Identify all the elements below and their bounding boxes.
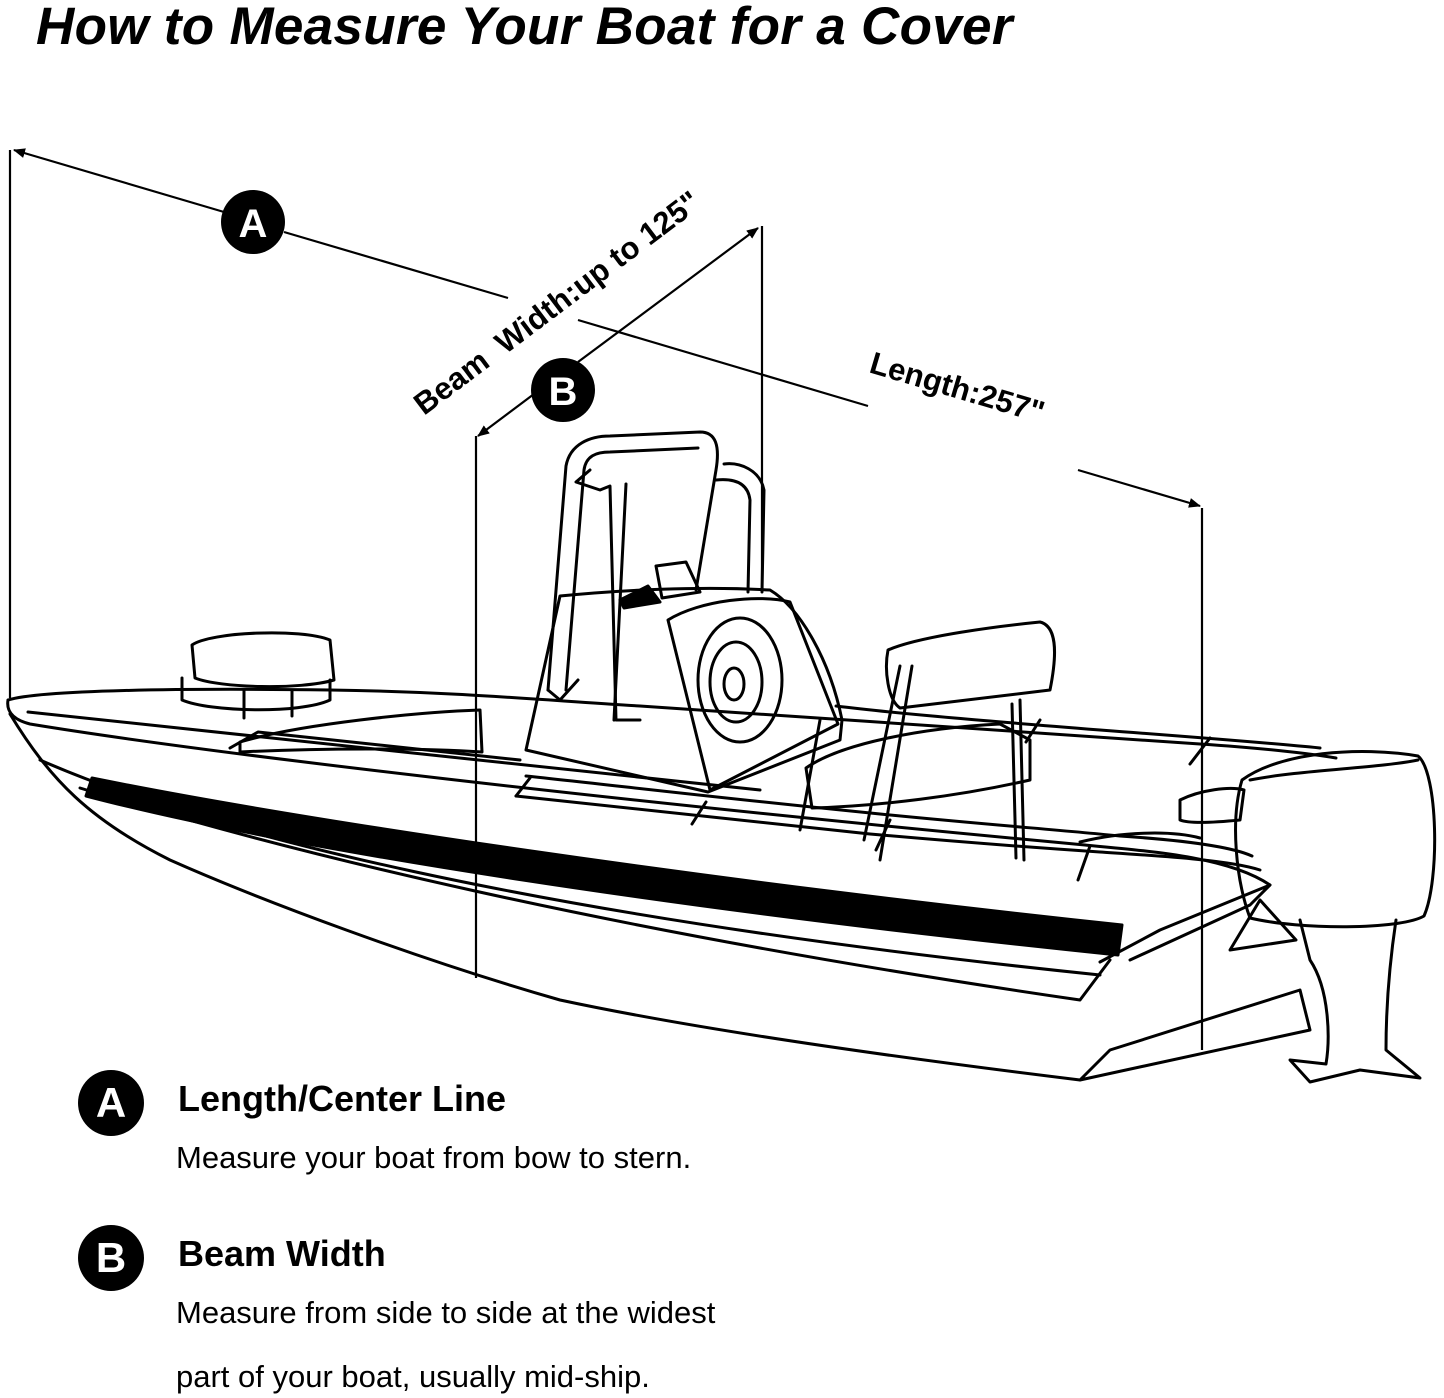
- measurement-guides: [8, 148, 1204, 1050]
- legend-title-beam: Beam Width: [178, 1233, 386, 1274]
- legend-desc-beam-line1: Measure from side to side at the widest: [176, 1295, 716, 1330]
- length-arrow-end: [1077, 468, 1201, 508]
- beam-arrow-start: [477, 393, 535, 437]
- aft-rail: [834, 704, 1322, 750]
- boat-illustration: [6, 430, 1437, 1084]
- beam-arrow-end: [577, 227, 759, 363]
- legend-badge-a: A: [78, 1070, 144, 1136]
- outboard-motor-cowl: [1234, 749, 1437, 929]
- t-top-frame: [546, 430, 719, 692]
- transom-upper: [1098, 883, 1272, 964]
- hull-bow-side: [8, 712, 1082, 1082]
- length-arrow-mid2: [577, 318, 869, 408]
- hull-stripe: [84, 776, 1124, 957]
- hull-inner-rail: [26, 710, 762, 792]
- marker-b-letter: B: [549, 370, 578, 414]
- legend-badge-b: B: [78, 1225, 144, 1291]
- marker-b: B: [531, 358, 595, 422]
- outboard-motor-shaft: [1288, 918, 1422, 1084]
- console-gauge: [654, 560, 702, 600]
- legend-title-length: Length/Center Line: [178, 1078, 507, 1119]
- marker-b-circle: [531, 358, 595, 422]
- leaning-post-seat: [885, 620, 1057, 710]
- legend-desc-beam-line2: part of your boat, usually mid-ship.: [176, 1359, 650, 1394]
- transom: [1078, 988, 1312, 1082]
- length-label: Length:257": [866, 345, 1049, 430]
- marker-a: A: [221, 190, 285, 254]
- front-deck-hatch: [238, 708, 484, 754]
- side-rail: [514, 794, 1262, 872]
- steering-wheel: [696, 616, 784, 744]
- bow-storage-box: [190, 631, 336, 689]
- legend-desc-length: Measure your boat from bow to stern.: [176, 1140, 692, 1175]
- marker-a-circle: [221, 190, 285, 254]
- marker-a-letter: A: [239, 202, 268, 246]
- length-arrow-start: [13, 148, 225, 214]
- hull-deck-edge: [6, 687, 1338, 760]
- hull-gunwale: [6, 698, 1272, 887]
- length-arrow-mid: [283, 230, 509, 300]
- page-title: How to Measure Your Boat for a Cover: [36, 0, 1013, 56]
